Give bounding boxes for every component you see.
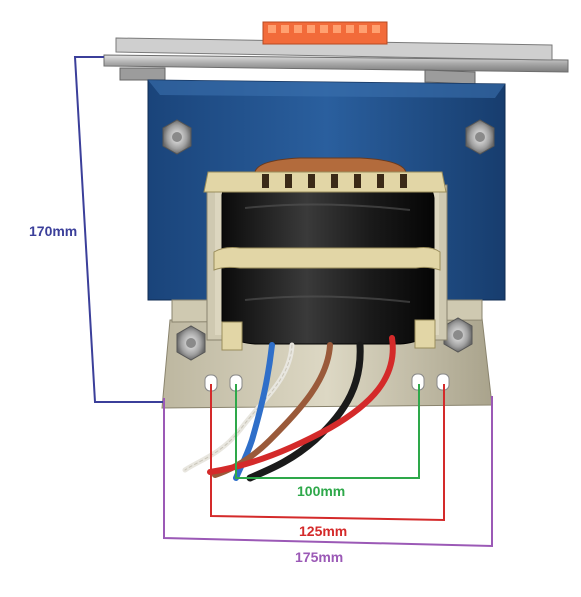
terminal-block <box>262 21 388 45</box>
bolt-bottom-right <box>443 317 473 353</box>
dimension-outer-mount <box>210 384 445 522</box>
bolt-bottom-left <box>176 325 206 361</box>
inner-mount-label: 100mm <box>297 483 345 499</box>
height-label: 170mm <box>29 223 77 239</box>
outer-mount-label: 125mm <box>299 523 347 539</box>
dimension-width <box>163 396 493 548</box>
lead-wires <box>182 335 396 482</box>
bolt-top-left <box>162 119 192 155</box>
dimension-height <box>73 56 164 403</box>
din-rail <box>103 37 569 85</box>
width-label: 175mm <box>295 549 343 565</box>
bolt-top-right <box>465 119 495 155</box>
dimension-inner-mount <box>235 384 420 479</box>
coil-winding <box>203 157 447 351</box>
